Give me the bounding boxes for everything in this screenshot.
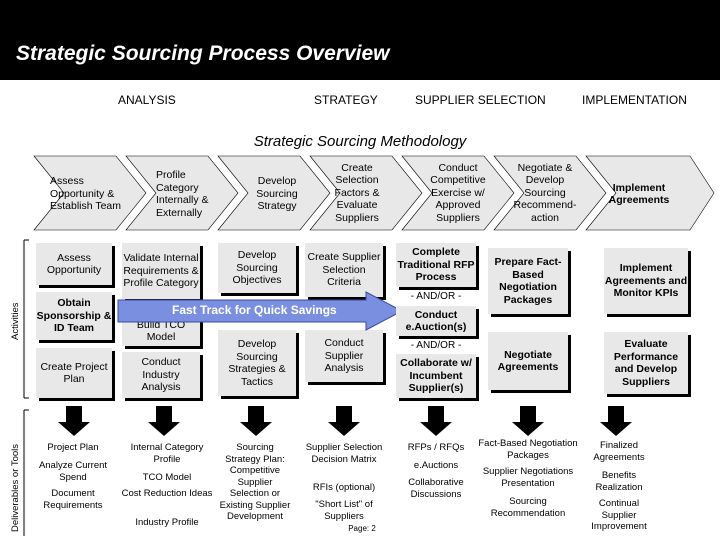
and-or-1: - AND/OR - xyxy=(410,290,462,302)
deliverables-label: Deliverables or Tools xyxy=(10,443,21,532)
chevron-5 xyxy=(401,155,515,231)
chevron-7-label: Implement Agreements xyxy=(608,181,670,207)
phase-strategy: STRATEGY xyxy=(314,93,378,107)
down-arrows xyxy=(58,406,632,436)
chevron-7 xyxy=(585,155,715,231)
deliv-analyze-spend: Analyze Current Spend xyxy=(38,460,108,483)
activity-validate-requirements: Validate Internal Requirements & Profile… xyxy=(122,243,200,299)
activity-create-selection-criteria: Create Supplier Selection Criteria xyxy=(305,243,383,297)
chevron-6-label: Negotiate & Develop Sourcing Recommend-a… xyxy=(513,161,577,224)
activity-evaluate-performance: Evaluate Performance and Develop Supplie… xyxy=(604,332,688,394)
activity-prepare-negotiation-packages: Prepare Fact-Based Negotiation Packages xyxy=(488,248,568,314)
deliv-sourcing-recommendation: Sourcing Recommendation xyxy=(490,496,566,519)
activity-conduct-industry-analysis: Conduct Industry Analysis xyxy=(122,352,200,398)
deliv-category-profile: Internal Category Profile xyxy=(130,442,204,465)
activities-label: Activities xyxy=(10,302,21,340)
chevron-3-label: Develop Sourcing Strategy xyxy=(256,175,298,213)
deliv-eauctions: e.Auctions xyxy=(413,460,459,471)
deliv-sourcing-strategy-plan: Sourcing Strategy Plan: Competitive Supp… xyxy=(219,442,291,522)
phase-supplier-selection: SUPPLIER SELECTION xyxy=(415,93,546,107)
methodology-title: Strategic Sourcing Methodology xyxy=(253,133,467,150)
activity-implement-agreements: Implement Agreements and Monitor KPIs xyxy=(604,248,688,314)
activity-eauction: Conduct e.Auction(s) xyxy=(396,306,476,336)
chevron-4-label: Create Selection Factors & Evaluate Supp… xyxy=(334,161,380,224)
deliv-benefits-realization: Benefits Realization xyxy=(595,470,643,493)
side-brackets xyxy=(23,239,29,536)
activity-assess-opportunity: Assess Opportunity xyxy=(36,243,112,285)
chevron-row xyxy=(33,155,715,231)
page-label: Page: 2 xyxy=(348,524,376,533)
down-arrow-icon-1 xyxy=(58,406,90,436)
deliv-short-list: "Short List" of Suppliers xyxy=(315,499,373,522)
activity-obtain-sponsorship: Obtain Sponsorship & ID Team xyxy=(36,292,112,340)
chevron-3 xyxy=(217,155,331,231)
deliv-document-requirements: Document Requirements xyxy=(43,488,103,511)
activity-rfp-process: Complete Traditional RFP Process xyxy=(396,243,476,287)
deliv-continual-improvement: Continual Supplier Improvement xyxy=(591,498,647,532)
deliv-negotiations-presentation: Supplier Negotiations Presentation xyxy=(482,466,574,489)
deliv-rfps: RFPs / RFQs xyxy=(407,442,465,453)
deliv-industry-profile: Industry Profile xyxy=(135,517,199,528)
activity-conduct-supplier-analysis: Conduct Supplier Analysis xyxy=(305,330,383,382)
chevron-2-label: Profile Category Internally & Externally xyxy=(156,169,209,219)
down-arrow-icon-6 xyxy=(512,406,544,436)
activity-create-project-plan: Create Project Plan xyxy=(36,348,112,398)
down-arrow-icon-2 xyxy=(148,406,180,436)
down-arrow-icon-4 xyxy=(328,406,360,436)
deliv-fact-based-packages: Fact-Based Negotiation Packages xyxy=(478,438,578,461)
activity-negotiate-agreements: Negotiate Agreements xyxy=(488,332,568,390)
activity-develop-strategies: Develop Sourcing Strategies & Tactics xyxy=(218,330,296,396)
down-arrow-icon-7 xyxy=(600,406,632,436)
deliv-collaborative-discussions: Collaborative Discussions xyxy=(408,477,464,500)
chevron-2 xyxy=(125,155,239,231)
title-bar xyxy=(0,0,720,80)
down-arrow-icon-5 xyxy=(420,406,452,436)
chevron-1 xyxy=(33,155,147,231)
down-arrow-icon-3 xyxy=(240,406,272,436)
phase-implementation: IMPLEMENTATION xyxy=(582,93,687,107)
fast-track-label: Fast Track for Quick Savings xyxy=(172,303,337,317)
fast-track-arrow xyxy=(117,291,404,331)
deliv-decision-matrix: Supplier Selection Decision Matrix xyxy=(305,442,383,465)
and-or-2: - AND/OR - xyxy=(410,339,462,351)
chevron-6 xyxy=(493,155,607,231)
deliv-project-plan: Project Plan xyxy=(47,442,99,453)
activity-develop-sourcing-objectives: Develop Sourcing Objectives xyxy=(218,243,296,293)
chevron-1-label: Assess Opportunity & Establish Team xyxy=(50,175,122,213)
deliv-cost-reduction: Cost Reduction Ideas xyxy=(121,488,213,499)
activity-collaborate-incumbent: Collaborate w/ Incumbent Supplier(s) xyxy=(396,354,476,398)
page-title: Strategic Sourcing Process Overview xyxy=(16,42,390,65)
deliv-finalized-agreements: Finalized Agreements xyxy=(593,440,645,463)
chevron-4 xyxy=(309,155,423,231)
deliv-tco-model: TCO Model xyxy=(142,472,192,483)
chevron-5-label: Conduct Competitive Exercise w/ Approved… xyxy=(430,161,486,224)
deliv-rfis: RFIs (optional) xyxy=(312,482,376,493)
phase-analysis: ANALYSIS xyxy=(118,93,176,107)
